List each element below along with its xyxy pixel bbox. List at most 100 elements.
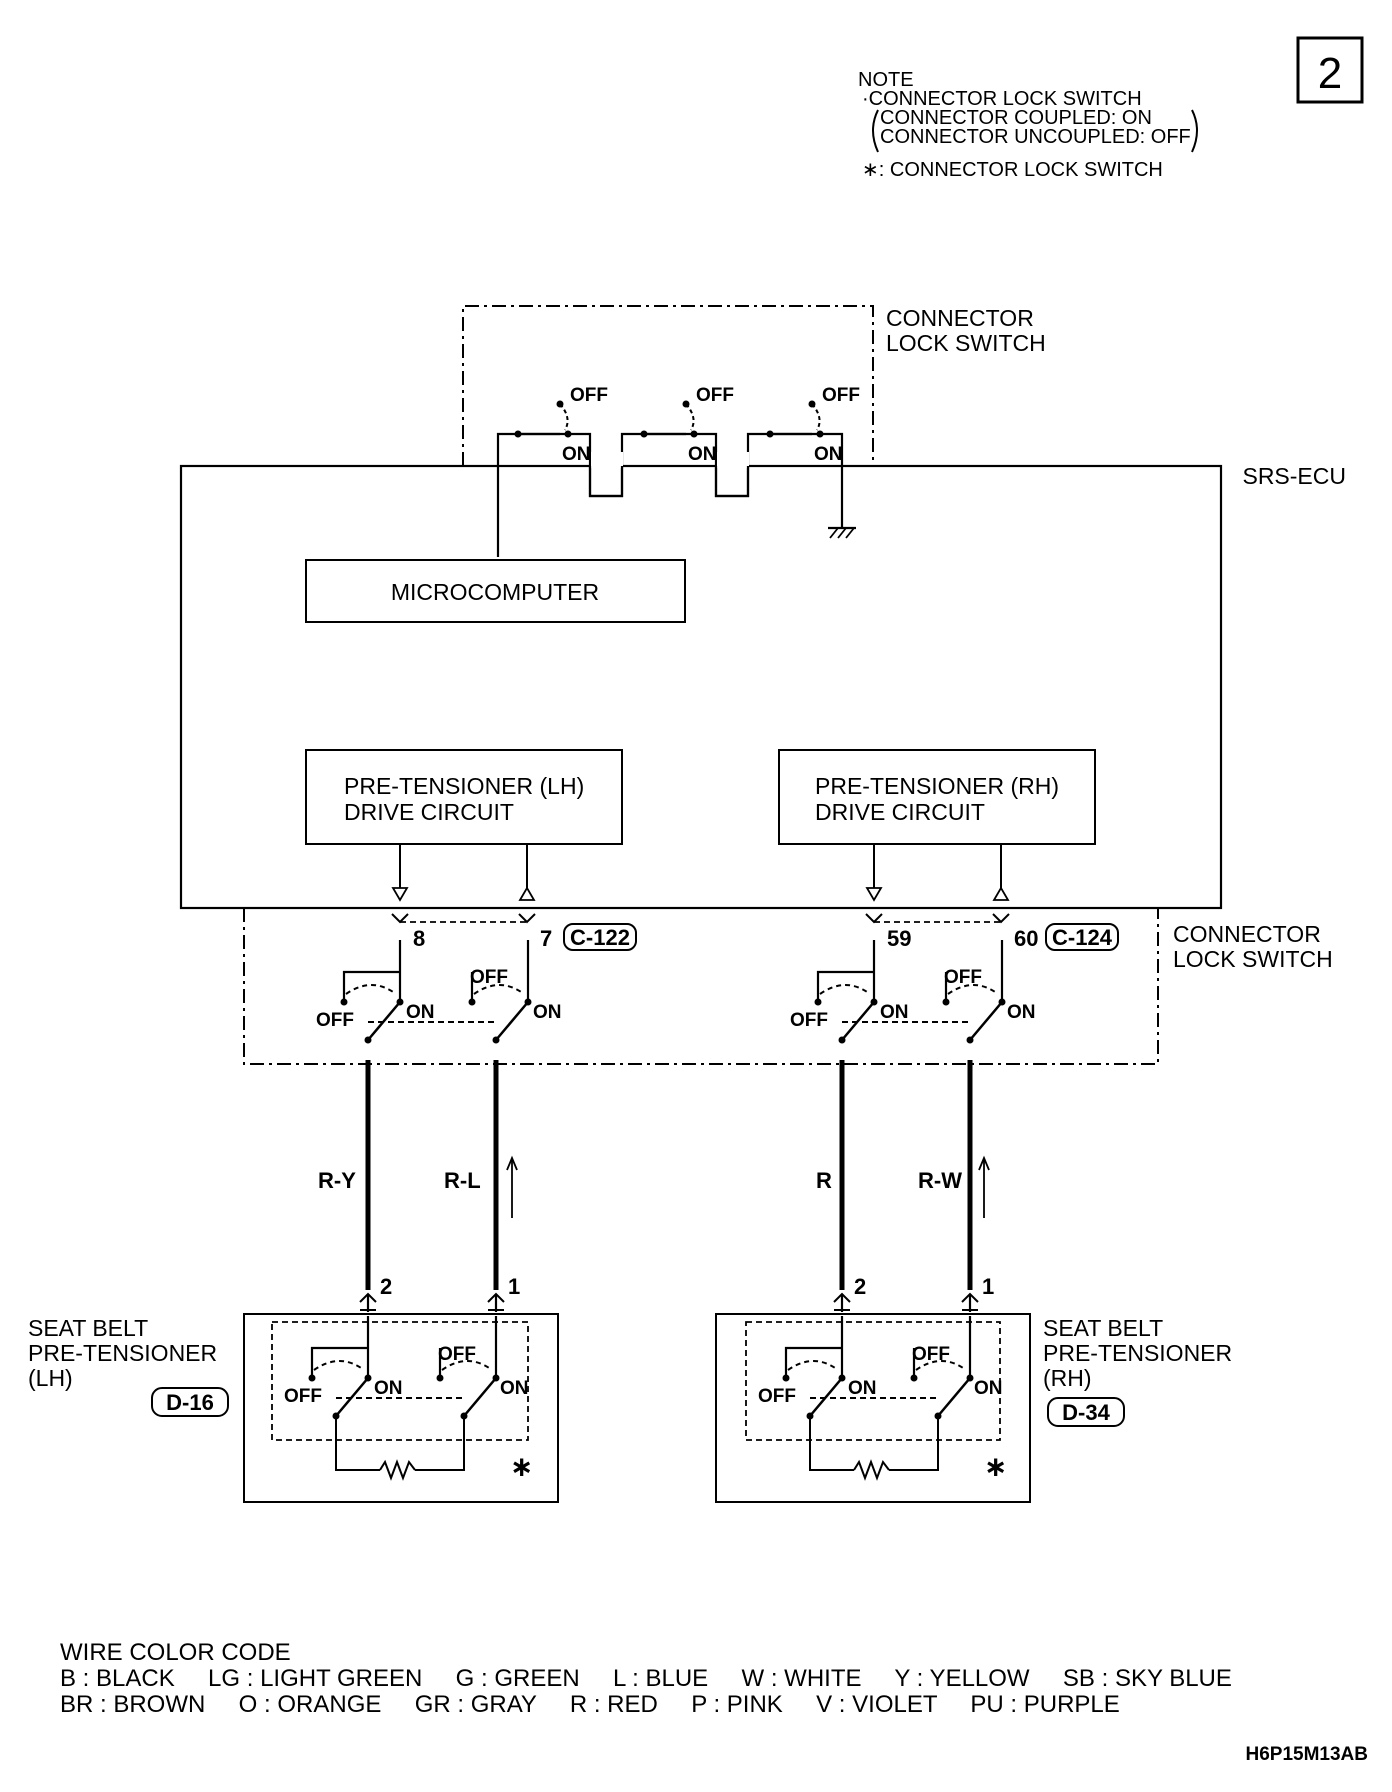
connector-pin-icon	[518, 913, 536, 924]
harness-wires: R-Y R-L R R-W	[318, 1060, 990, 1290]
note-paren-left	[872, 109, 879, 153]
pretensioner-lh-label-3: (LH)	[28, 1365, 73, 1391]
mid-rh-sw2-off: OFF	[944, 967, 982, 988]
pretensioner-rh-label-3: (RH)	[1043, 1365, 1092, 1391]
mid-lh-sw1-off: OFF	[316, 1010, 354, 1031]
pretensioner-lh-label-1: SEAT BELT	[28, 1315, 148, 1341]
note-line2: CONNECTOR COUPLED: ON	[880, 107, 1152, 129]
connector-pin-icon	[992, 913, 1010, 924]
wire-lh-a-color: R-Y	[318, 1168, 356, 1193]
mid-rh-sw2-on: ON	[1007, 1002, 1036, 1023]
pretensioner-lh-box	[243, 1313, 559, 1503]
pt-rh-sw1-on: ON	[848, 1378, 877, 1399]
lh-connector-pin-b: 7	[540, 926, 552, 951]
top-switch3-on: ON	[814, 444, 843, 465]
wire-rh-a-color: R	[816, 1168, 832, 1193]
lh-connector-id-box	[563, 923, 637, 951]
pt-lh-sw2-on: ON	[500, 1378, 529, 1399]
wire-rh-b-color: R-W	[918, 1168, 962, 1193]
pretensioner-rh: SEAT BELT PRE-TENSIONER (RH) D-34 2 1 OF…	[715, 1274, 1232, 1503]
mid-lock-switch-label-1: CONNECTOR	[1173, 921, 1321, 947]
input-arrow-icon	[992, 886, 1010, 901]
pretensioner-lh-pin-b: 1	[508, 1274, 520, 1299]
pretensioner-rh-box	[715, 1313, 1031, 1503]
wire-color-code-row1: B : BLACK LG : LIGHT GREEN G : GREEN L :…	[60, 1665, 1232, 1692]
pretensioner-rh-connector: D-34	[1062, 1400, 1110, 1425]
srs-ecu-label: SRS-ECU	[1242, 463, 1346, 489]
lh-lock-switch-pair	[339, 938, 533, 1045]
top-switch2-on: ON	[688, 444, 717, 465]
pt-lh-sw1-off: OFF	[284, 1386, 322, 1407]
pretensioner-lh-mark: ∗	[510, 1451, 533, 1482]
pretensioner-rh-label-1: SEAT BELT	[1043, 1315, 1163, 1341]
connector-pin-icon	[391, 913, 409, 924]
wire-lh-b-color: R-L	[444, 1168, 481, 1193]
figure-code: H6P15M13AB	[1246, 1744, 1369, 1765]
top-lock-switch-label-2: LOCK SWITCH	[886, 330, 1046, 356]
top-switch2-off: OFF	[696, 385, 734, 406]
rh-connector-id: C-124	[1052, 925, 1113, 950]
pretensioner-lh-pin-a: 2	[380, 1274, 392, 1299]
microcomputer-label: MICROCOMPUTER	[391, 579, 599, 605]
top-switch1-off: OFF	[570, 385, 608, 406]
rh-drive-circuit-box	[778, 749, 1096, 845]
mid-rh-sw1-off: OFF	[790, 1010, 828, 1031]
pretensioner-lh-connector: D-16	[166, 1390, 214, 1415]
pretensioner-rh-switches	[781, 1314, 975, 1421]
mid-lock-switch: CONNECTOR LOCK SWITCH 8 7 C-122 59 60 C-…	[243, 908, 1333, 1065]
pretensioner-lh: SEAT BELT PRE-TENSIONER (LH) D-16 2 1 OF…	[28, 1274, 559, 1503]
pretensioner-rh-label-2: PRE-TENSIONER	[1043, 1340, 1232, 1366]
wire-color-code-row2: BR : BROWN O : ORANGE GR : GRAY R : RED …	[60, 1691, 1120, 1718]
pretensioner-rh-connector-box	[1047, 1397, 1125, 1427]
pt-lh-sw2-off: OFF	[438, 1344, 476, 1365]
note-line1: ·CONNECTOR LOCK SWITCH	[862, 88, 1142, 110]
mid-lock-switch-outline	[243, 908, 1159, 1065]
rh-connector-pin-a: 59	[887, 926, 911, 951]
lh-connector-id: C-122	[570, 925, 630, 950]
rh-drive-circuit-label-1: PRE-TENSIONER (RH)	[815, 773, 1059, 799]
lh-drive-circuit-box	[305, 749, 623, 845]
pretensioner-lh-switches	[307, 1314, 501, 1421]
mid-lh-sw2-on: ON	[533, 1002, 562, 1023]
pt-lh-sw1-on: ON	[374, 1378, 403, 1399]
rh-drive-circuit-label-2: DRIVE CIRCUIT	[815, 799, 985, 825]
top-lock-switch: CONNECTOR LOCK SWITCH OFF ON OFF ON	[462, 305, 1046, 557]
lh-drive-circuit-label-2: DRIVE CIRCUIT	[344, 799, 514, 825]
top-switch3-off: OFF	[822, 385, 860, 406]
rh-lock-switch-pair	[813, 938, 1007, 1045]
page-number: 2	[1318, 49, 1342, 98]
resistor-icon	[379, 1459, 416, 1481]
pretensioner-lh-connector-box	[151, 1387, 229, 1417]
wire-color-legend: WIRE COLOR CODE B : BLACK LG : LIGHT GRE…	[60, 1639, 1232, 1718]
mid-lh-sw2-off: OFF	[470, 967, 508, 988]
pt-rh-sw1-off: OFF	[758, 1386, 796, 1407]
output-arrow-icon	[391, 887, 409, 902]
mid-rh-sw1-on: ON	[880, 1002, 909, 1023]
srs-ecu-outline	[179, 464, 1223, 910]
pretensioner-rh-inner	[745, 1321, 1001, 1441]
top-switch1-on: ON	[562, 444, 591, 465]
pt-rh-sw2-off: OFF	[912, 1344, 950, 1365]
rh-connector-id-box	[1045, 923, 1119, 951]
mid-lh-sw1-on: ON	[406, 1002, 435, 1023]
pretensioner-lh-inner	[271, 1321, 529, 1441]
pretensioner-rh-mark: ∗	[984, 1451, 1007, 1482]
rh-connector-pin-b: 60	[1014, 926, 1038, 951]
pretensioner-rh-pin-a: 2	[854, 1274, 866, 1299]
pt-rh-sw2-on: ON	[974, 1378, 1003, 1399]
wire-color-code-title: WIRE COLOR CODE	[60, 1639, 291, 1666]
srs-ecu: SRS-ECU MICROCOMPUTER PRE-TENSIONER (LH)…	[179, 452, 1346, 910]
note-paren-right	[1191, 109, 1198, 153]
resistor-icon	[853, 1459, 890, 1481]
input-arrow-icon	[518, 886, 536, 901]
note-line3: CONNECTOR UNCOUPLED: OFF	[880, 126, 1191, 148]
microcomputer-box	[305, 559, 686, 623]
top-lock-switch-outline	[462, 305, 874, 466]
top-lock-switch-label-1: CONNECTOR	[886, 305, 1034, 331]
connector-pin-icon	[865, 913, 883, 924]
output-arrow-icon	[865, 887, 883, 902]
pretensioner-rh-pin-b: 1	[982, 1274, 994, 1299]
page-number-box	[1296, 36, 1364, 104]
pretensioner-lh-label-2: PRE-TENSIONER	[28, 1340, 217, 1366]
